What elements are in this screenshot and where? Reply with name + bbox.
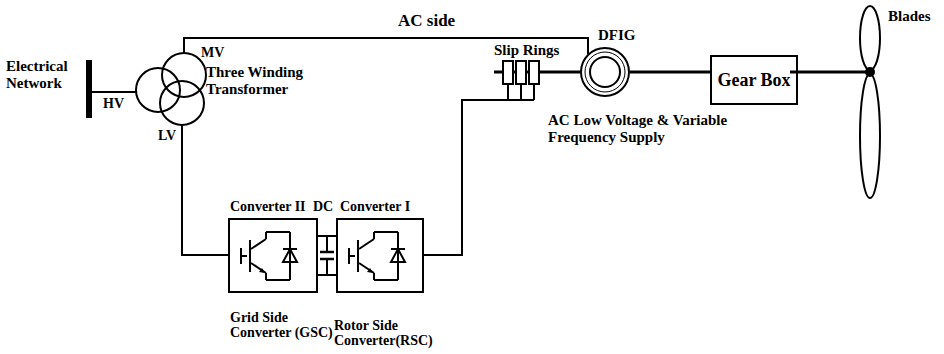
part-name: DFIG xyxy=(598,27,636,44)
igbt-stroke xyxy=(357,240,359,272)
igbt-stroke xyxy=(397,232,399,280)
igbt-stroke xyxy=(289,232,291,280)
slip-ring xyxy=(529,61,539,84)
blade xyxy=(860,6,880,70)
igbt-stroke xyxy=(265,232,267,239)
blade xyxy=(860,74,880,198)
supply-label: AC Low Voltage & Variable Frequency Supp… xyxy=(548,112,748,145)
hub xyxy=(865,67,875,77)
network-label: Electrical Network xyxy=(6,58,84,91)
part-name: Gear Box xyxy=(717,71,790,90)
igbt-symbol xyxy=(241,232,297,280)
converter-box: Converter IRotor Side Converter(RSC) xyxy=(336,218,424,293)
capacitor-lead xyxy=(326,236,328,252)
section-label: AC side xyxy=(398,12,455,31)
hv-winding xyxy=(136,68,180,112)
slip-ring xyxy=(516,61,526,84)
winding-label: HV xyxy=(103,96,124,111)
igbt-stroke xyxy=(251,239,266,249)
ring-lead xyxy=(507,84,509,100)
part-name: Converter I xyxy=(340,199,410,214)
main-shaft xyxy=(790,71,866,74)
hv-wire xyxy=(92,91,137,93)
igbt-stroke xyxy=(240,248,242,264)
winding-label: MV xyxy=(201,45,224,60)
generator-circle: DFIG xyxy=(580,47,630,97)
generator-rotor xyxy=(590,57,620,87)
igbt-stroke xyxy=(265,273,267,280)
transformer-label: Three Winding Transformer xyxy=(206,64,316,97)
igbt-stroke xyxy=(373,232,375,239)
network-busbar xyxy=(86,60,92,118)
part-description: Grid Side Converter (GSC) xyxy=(230,310,338,341)
emitter-arrow xyxy=(367,268,373,273)
igbt-stroke xyxy=(266,279,290,281)
ring-lead xyxy=(533,84,535,100)
slip-ring xyxy=(503,61,513,84)
igbt-stroke xyxy=(266,231,290,233)
ring-lead xyxy=(520,84,522,100)
winding-label: LV xyxy=(158,128,176,143)
gearbox-box: Gear Box xyxy=(710,55,798,105)
diode-triangle xyxy=(283,249,297,262)
igbt-stroke xyxy=(374,231,398,233)
dc-link-connector xyxy=(318,235,336,237)
lv-winding xyxy=(160,81,204,125)
part-name: Converter II xyxy=(230,199,306,214)
igbt-stroke xyxy=(348,248,350,264)
part-label: Slip Rings xyxy=(494,42,559,59)
igbt-symbol xyxy=(349,232,405,280)
igbt-stroke xyxy=(251,263,266,273)
emitter-arrow xyxy=(259,268,265,273)
diode-triangle xyxy=(391,249,405,262)
igbt-stroke xyxy=(249,240,251,272)
dc-link-label: DC xyxy=(313,199,333,214)
part-label: Blades xyxy=(888,8,931,25)
rotor-wire xyxy=(424,100,534,255)
lv-wire xyxy=(182,125,228,255)
capacitor-lead xyxy=(326,259,328,275)
generator-airgap xyxy=(585,52,625,92)
igbt-stroke xyxy=(359,263,374,273)
capacitor-plate xyxy=(320,251,334,254)
igbt-stroke xyxy=(373,273,375,280)
shaft-connector xyxy=(630,71,710,74)
igbt-stroke xyxy=(359,239,374,249)
part-description: Rotor Side Converter(RSC) xyxy=(334,318,446,349)
igbt-stroke xyxy=(374,279,398,281)
converter-box: Converter IIGrid Side Converter (GSC) xyxy=(228,218,318,293)
